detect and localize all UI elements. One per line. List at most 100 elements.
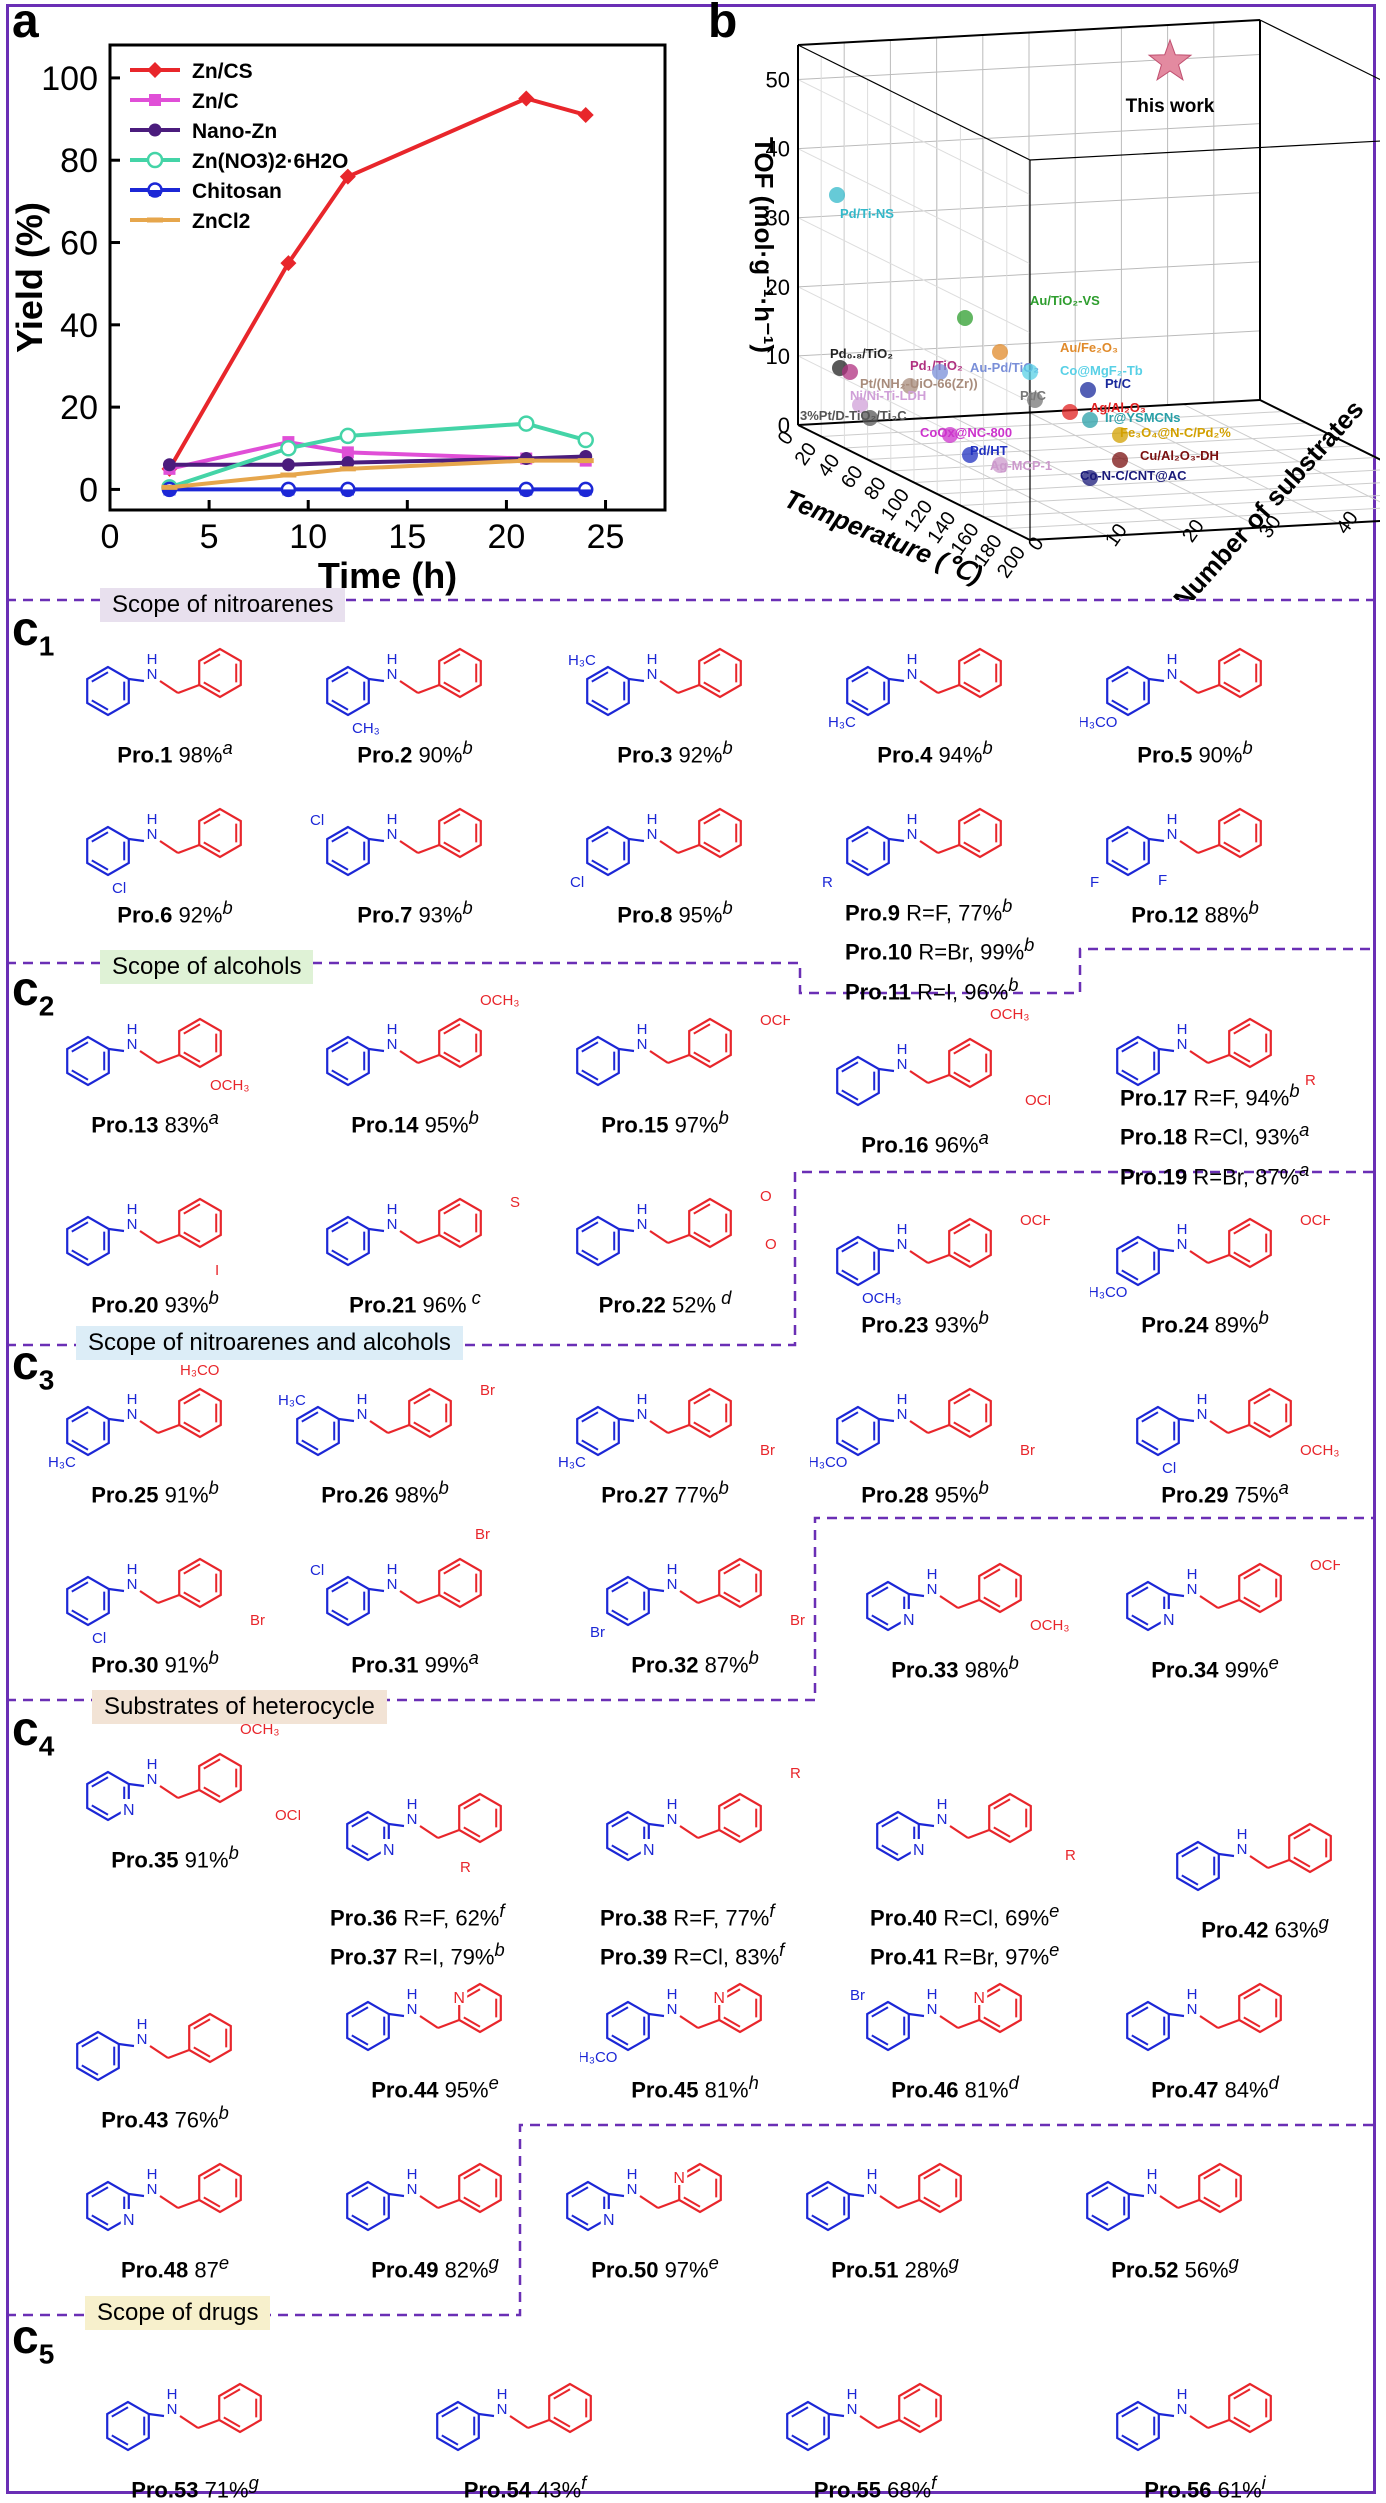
bond xyxy=(197,2418,220,2430)
product-yield: 75% xyxy=(1228,1482,1279,1508)
bond xyxy=(967,1828,990,1840)
amine-h: H xyxy=(897,1391,908,1408)
double-bond xyxy=(993,1798,1011,1810)
this-work-star xyxy=(1147,38,1193,81)
product-yield: 91% xyxy=(158,1652,209,1678)
structure-drawing: NH xyxy=(436,2382,592,2452)
data-point xyxy=(280,472,297,478)
double-bond xyxy=(331,1069,349,1081)
bond xyxy=(1267,1858,1290,1870)
amine-n: N xyxy=(637,1406,648,1423)
z-axis-label: TOF (mol·g⁻¹·h⁻¹) xyxy=(749,137,779,353)
x-tick-label: 25 xyxy=(587,518,625,556)
product-id: Pro.28 xyxy=(861,1482,929,1508)
plot-area xyxy=(108,43,667,512)
double-bond xyxy=(1121,1041,1139,1053)
double-bond xyxy=(881,1816,899,1828)
double-bond xyxy=(581,1041,599,1053)
substituent-label: Br xyxy=(250,1612,265,1629)
amine-n: N xyxy=(897,1056,908,1073)
bond xyxy=(417,1593,440,1605)
scatter-point-label: Fe₃O₄@N-C/Pd₂% xyxy=(1120,425,1231,440)
bond xyxy=(1199,1595,1219,1609)
product-yield: 97% xyxy=(668,1112,719,1138)
bond xyxy=(478,2412,495,2418)
amine-h: H xyxy=(127,1021,138,1038)
product-yield: 83% xyxy=(158,1112,209,1138)
amine-h: H xyxy=(897,1041,908,1058)
double-bond xyxy=(183,1393,201,1405)
amine-h: H xyxy=(907,651,918,668)
double-bond xyxy=(1233,1223,1251,1235)
double-bond xyxy=(791,2406,809,2418)
benzyl-ring xyxy=(438,647,482,699)
double-bond xyxy=(413,1393,431,1405)
hetero-bg xyxy=(600,2209,617,2227)
grid-line xyxy=(797,123,1261,150)
double-bond xyxy=(413,1421,431,1433)
product-r-yield: R=Br, 99% xyxy=(912,939,1025,965)
amine-n: N xyxy=(1177,1236,1188,1253)
benzyl-ring xyxy=(1288,1822,1332,1874)
footnote-mark: b xyxy=(1008,973,1019,995)
data-point xyxy=(280,255,297,272)
double-bond xyxy=(71,1041,89,1053)
double-bond xyxy=(111,2406,129,2418)
product-label: Pro.49 82%g xyxy=(320,2252,550,2283)
product-yield: 89% xyxy=(1208,1312,1259,1338)
benzene-ring xyxy=(66,1405,110,1457)
panel-c2-label: c2 xyxy=(12,963,55,1022)
benzene-ring xyxy=(806,2180,850,2232)
amine-h: H xyxy=(907,811,918,828)
bond xyxy=(927,1073,950,1085)
bond xyxy=(949,1825,969,1839)
substituent-label: Br xyxy=(480,1382,495,1399)
hetero-bg xyxy=(640,1839,657,1857)
bond xyxy=(1207,2418,1230,2430)
bond xyxy=(527,2418,550,2430)
bond xyxy=(1159,2195,1179,2209)
product-r-yield: R=Cl, 69% xyxy=(937,1905,1050,1931)
amine-h: H xyxy=(387,811,398,828)
hetero-bg xyxy=(671,2167,688,2185)
bond xyxy=(368,837,385,843)
substituent-label: OCH₃ xyxy=(990,1006,1029,1023)
bond xyxy=(639,2195,659,2209)
footnote-mark: g xyxy=(1228,2252,1239,2273)
ring-nitrogen: N xyxy=(673,2170,685,2187)
bond xyxy=(338,1417,355,1423)
product-yield: 56% xyxy=(1178,2257,1229,2283)
amine-h: H xyxy=(407,1796,418,1813)
double-bond xyxy=(703,841,721,853)
double-bond xyxy=(811,2186,829,2198)
product-r-yield: R=Br, 97% xyxy=(937,1944,1050,1970)
product-pro-35: NNHOCH₃OCH₃Pro.35 91%b xyxy=(60,1720,300,1872)
footnote-mark: b xyxy=(462,737,473,758)
amine-h: H xyxy=(137,2016,148,2033)
product-yield: 95% xyxy=(418,1112,469,1138)
amine-h: H xyxy=(927,1986,938,2003)
scatter-point xyxy=(1082,412,1098,428)
benzene-ring xyxy=(1116,1235,1160,1287)
bond xyxy=(1218,1852,1235,1858)
benzyl-ring xyxy=(548,2382,592,2434)
product-yield: 81% xyxy=(698,2077,749,2103)
bond xyxy=(417,1233,440,1245)
amine-n: N xyxy=(647,826,658,843)
product-label: Pro.50 97%e xyxy=(540,2252,770,2283)
product-yield: 93% xyxy=(928,1312,979,1338)
double-bond xyxy=(553,2388,571,2400)
substituent-label: OCH₃ xyxy=(240,1721,279,1738)
benzene-ring xyxy=(326,1215,370,1267)
bond xyxy=(159,840,179,854)
product-id: Pro.19 xyxy=(1120,1163,1188,1189)
bond xyxy=(139,1230,159,1244)
product-r-yield: R=Cl, 93% xyxy=(1187,1124,1300,1150)
double-bond xyxy=(351,2214,369,2226)
product-yield: 98% xyxy=(958,1657,1009,1683)
